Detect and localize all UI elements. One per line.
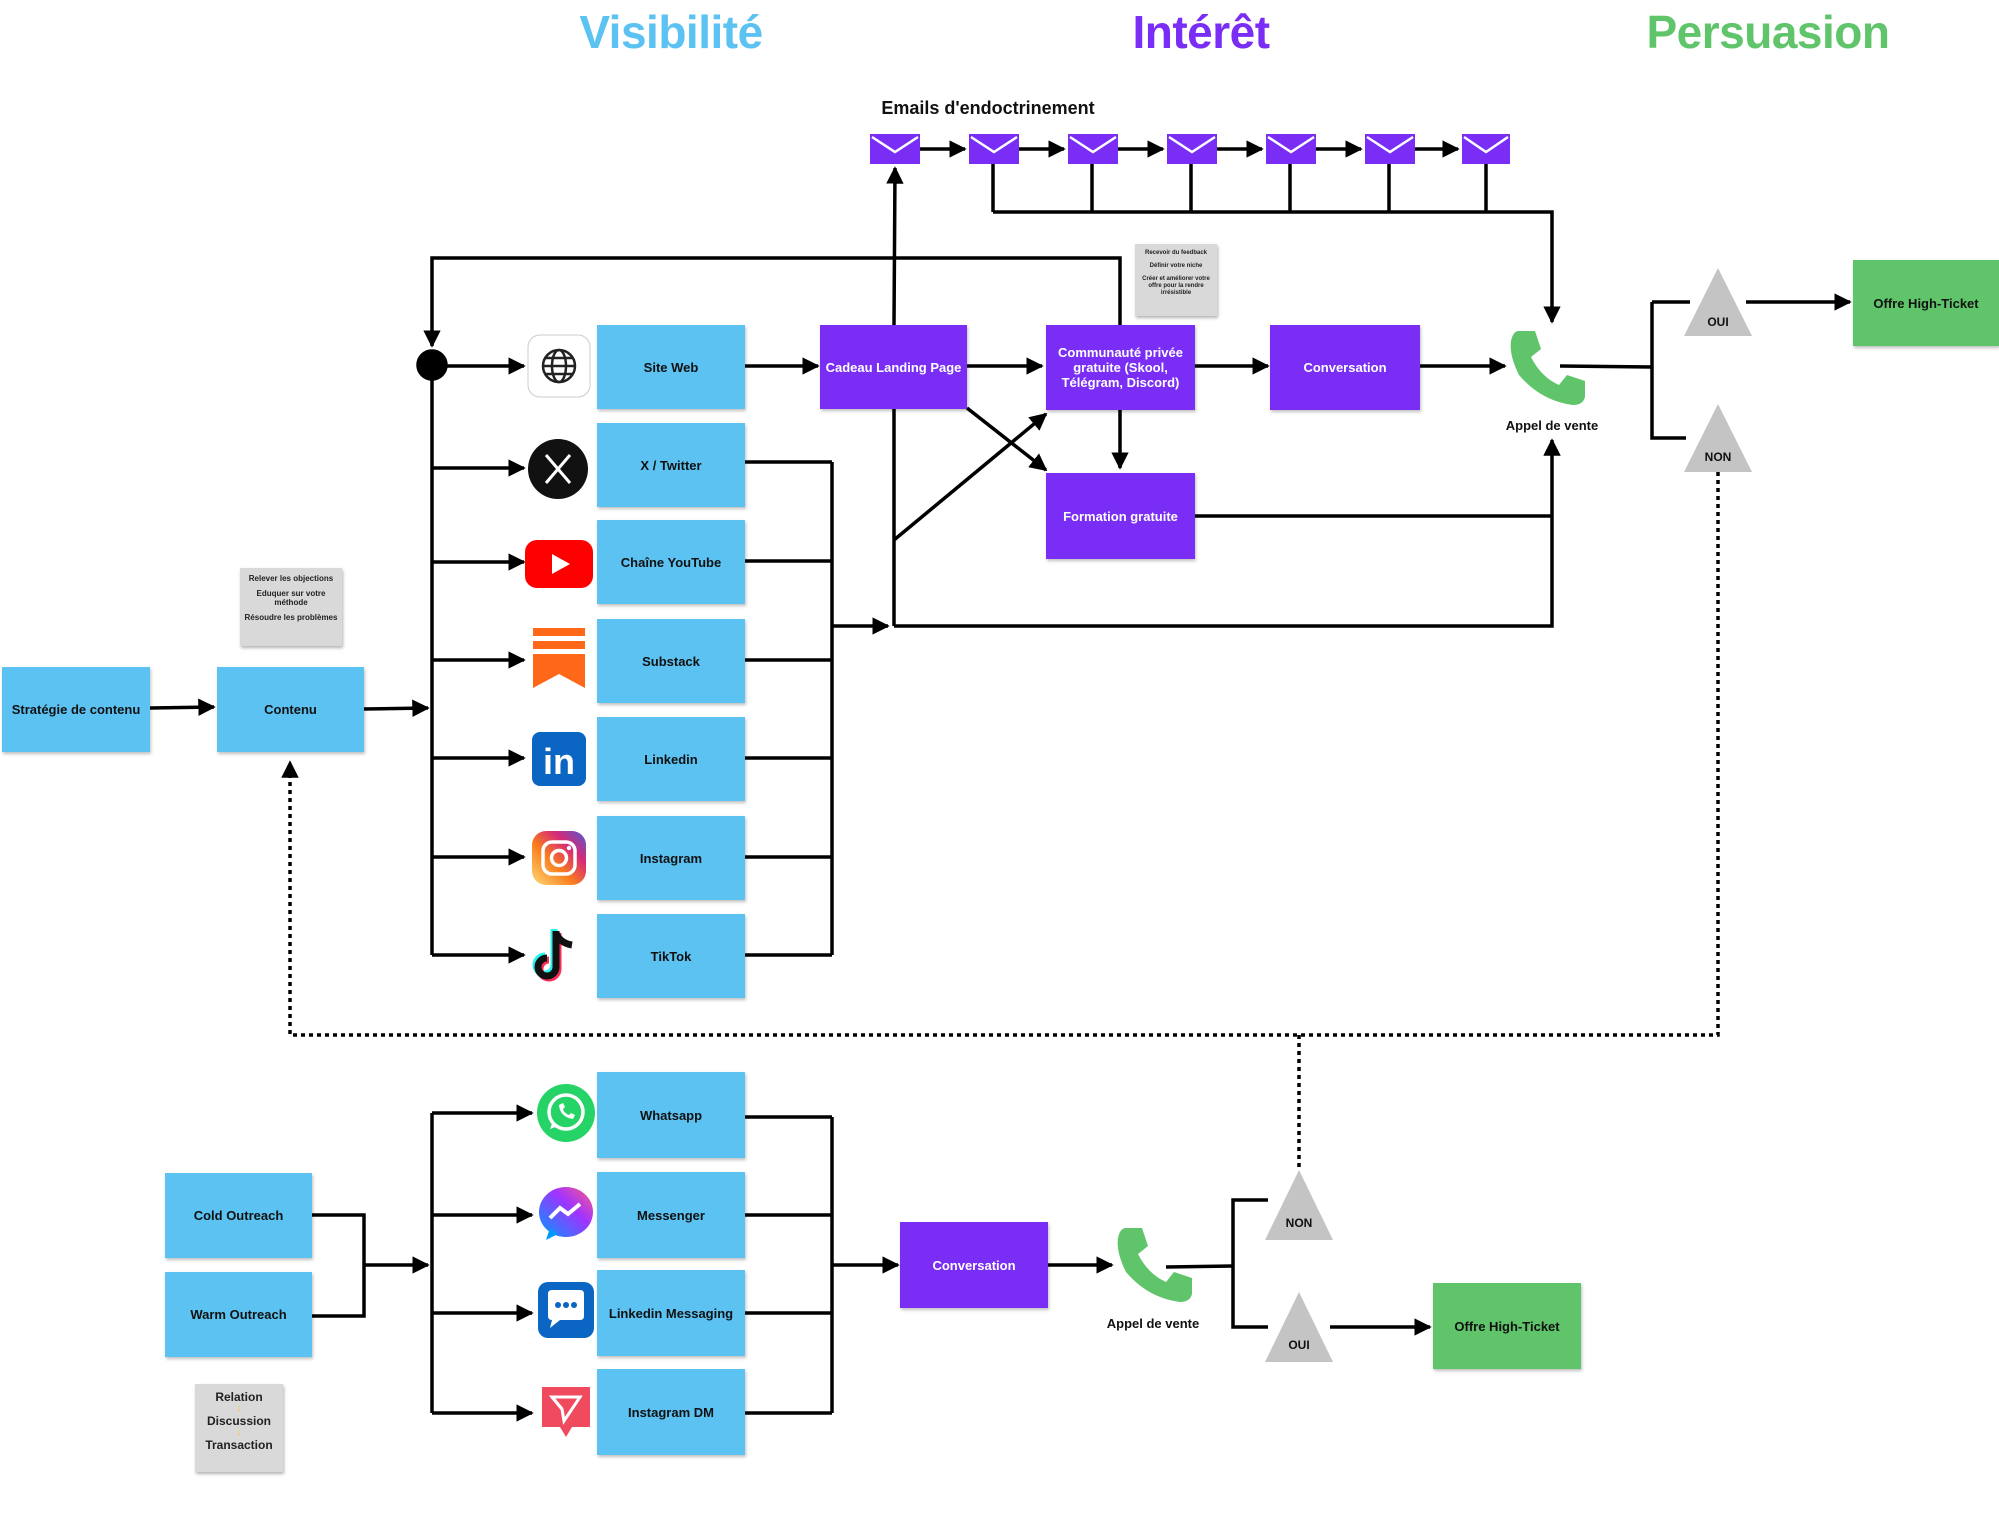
- instagram-icon: [532, 831, 586, 885]
- outreach-no-label: NON: [1285, 1216, 1313, 1230]
- linkedin-messaging-icon: [538, 1282, 594, 1338]
- high-ticket-offer-box[interactable]: Offre High-Ticket: [1853, 260, 1999, 346]
- phone-icon: [1510, 331, 1585, 405]
- svg-text:in: in: [543, 741, 575, 782]
- cold-outreach-box[interactable]: Cold Outreach: [165, 1173, 312, 1258]
- email-icon: [1167, 134, 1217, 164]
- channel-linkedin[interactable]: Linkedin: [597, 717, 745, 801]
- stage-visibility: Visibilité: [579, 6, 763, 58]
- channel-instagram-dm[interactable]: Instagram DM: [597, 1369, 745, 1455]
- channel-x-twitter[interactable]: X / Twitter: [597, 423, 745, 507]
- outreach-note: Relation ↓ Discussion ↓ Transaction: [195, 1384, 283, 1472]
- channel-linkedin-messaging[interactable]: Linkedin Messaging: [597, 1270, 745, 1356]
- note-line: Recevoir du feedback: [1144, 250, 1208, 256]
- note-line: Discussion: [206, 1414, 272, 1428]
- community-box[interactable]: Communauté privée gratuite (Skool, Télég…: [1046, 325, 1195, 410]
- channel-youtube[interactable]: Chaîne YouTube: [597, 520, 745, 604]
- call-label: Appel de vente: [1505, 418, 1599, 433]
- channel-whatsapp[interactable]: Whatsapp: [597, 1072, 745, 1158]
- free-training-box[interactable]: Formation gratuite: [1046, 473, 1195, 559]
- stage-interest: Intérêt: [1132, 6, 1270, 58]
- down-arrow-icon: ↓: [236, 1427, 242, 1438]
- down-arrow-icon: ↓: [236, 1403, 242, 1414]
- emails-title: Emails d'endoctrinement: [881, 98, 1095, 118]
- note-line: Créer et améliorer votre offre pour la r…: [1142, 276, 1210, 296]
- conversation-box[interactable]: Conversation: [1270, 325, 1420, 410]
- strategy-box[interactable]: Stratégie de contenu: [2, 667, 150, 752]
- instagram-dm-icon: [542, 1387, 590, 1437]
- warm-outreach-box[interactable]: Warm Outreach: [165, 1272, 312, 1357]
- channel-substack[interactable]: Substack: [597, 619, 745, 703]
- substack-icon: [533, 628, 585, 688]
- decision-yes-label: OUI: [1707, 315, 1729, 329]
- note-line: Résoudre les problèmes: [244, 613, 338, 622]
- tiktok-icon: [532, 929, 573, 982]
- stage-persuasion: Persuasion: [1646, 6, 1891, 58]
- content-box[interactable]: Contenu: [217, 667, 364, 752]
- note-line: Transaction: [205, 1438, 273, 1452]
- linkedin-icon: in: [532, 732, 586, 786]
- note-line: Relation: [215, 1390, 263, 1404]
- channel-site-web[interactable]: Site Web: [597, 325, 745, 409]
- email-icon: [1462, 134, 1510, 164]
- email-icon: [870, 134, 920, 164]
- note-line: Eduquer sur votre méthode: [256, 589, 326, 607]
- youtube-icon: [525, 540, 593, 588]
- note-line: Définir votre niche: [1149, 263, 1203, 269]
- phone-icon: [1117, 1228, 1192, 1302]
- channel-instagram[interactable]: Instagram: [597, 816, 745, 900]
- email-icon: [1068, 134, 1118, 164]
- globe-icon: [527, 334, 591, 398]
- email-icon: [1365, 134, 1415, 164]
- channel-messenger[interactable]: Messenger: [597, 1172, 745, 1258]
- outreach-offer-box[interactable]: Offre High-Ticket: [1433, 1283, 1581, 1369]
- note-line: Relever les objections: [248, 574, 334, 583]
- outreach-call-label: Appel de vente: [1106, 1316, 1200, 1331]
- content-note: Relever les objections Eduquer sur votre…: [240, 568, 342, 646]
- landing-page-box[interactable]: Cadeau Landing Page: [820, 325, 967, 409]
- interest-note: Recevoir du feedback Définir votre niche…: [1135, 244, 1217, 316]
- messenger-icon: [539, 1187, 593, 1240]
- whatsapp-icon: [537, 1084, 595, 1142]
- email-icon: [969, 134, 1019, 164]
- outreach-yes-label: OUI: [1288, 1338, 1310, 1352]
- email-icon: [1266, 134, 1316, 164]
- channel-tiktok[interactable]: TikTok: [597, 914, 745, 998]
- outreach-conversation-box[interactable]: Conversation: [900, 1222, 1048, 1308]
- x-icon: [528, 439, 588, 499]
- decision-no-label: NON: [1704, 450, 1732, 464]
